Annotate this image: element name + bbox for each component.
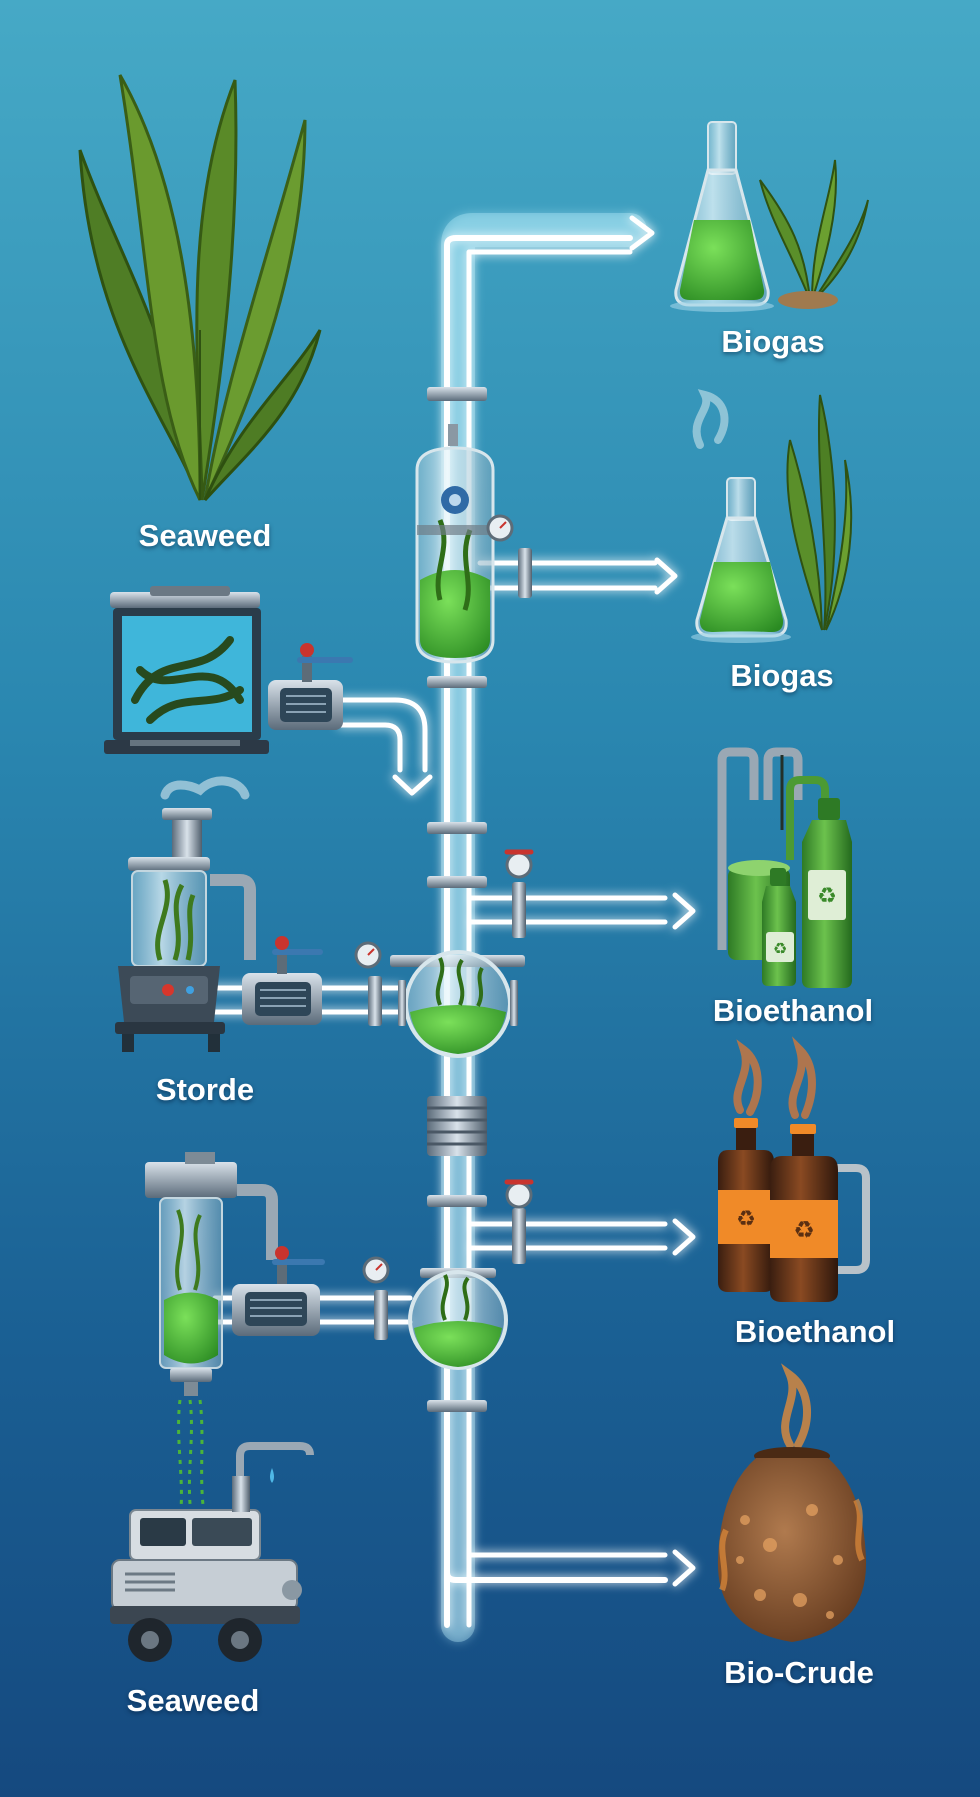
valve-icon — [504, 849, 534, 938]
coupling-icon — [427, 1096, 487, 1156]
jar-icon — [717, 1363, 867, 1642]
bioethanol-branch-pipe-2 — [467, 1221, 668, 1251]
storage-reactor-icon — [115, 776, 256, 1052]
output-label-bioethanol-1: Bioethanol — [712, 993, 874, 1028]
svg-text:♻: ♻ — [793, 1216, 815, 1244]
flask-icon — [670, 121, 869, 312]
drip-stream — [177, 1399, 207, 1521]
flow-arrows — [392, 215, 696, 1587]
valve-icon-2 — [504, 1179, 534, 1264]
output-label-bioethanol-2: Bioethanol — [734, 1314, 896, 1349]
reactor-icon — [354, 941, 525, 1058]
arrow-to-biocrude — [672, 1549, 696, 1587]
tank-icon — [104, 586, 269, 754]
filter-column-icon — [145, 1152, 278, 1521]
input-label-seaweed-bottom: Seaweed — [126, 1683, 260, 1718]
arrow-to-biogas-2 — [654, 557, 678, 595]
bioethanol-set-icon: ♻ ♻ — [717, 747, 852, 988]
tank-feed-pipe — [337, 697, 428, 773]
pipe-flanges — [427, 387, 487, 1412]
output-label-biocrude: Bio-Crude — [724, 1655, 874, 1690]
bottle-icon-4: ♻ — [770, 1124, 870, 1302]
pump-icon-3 — [232, 1246, 325, 1336]
bottle-icon: ♻ — [802, 798, 852, 988]
pump-icon-2 — [242, 936, 323, 1025]
pump-icon — [268, 643, 353, 730]
input-label-storde: Storde — [155, 1072, 255, 1107]
bottle-icon-3: ♻ — [718, 1118, 774, 1292]
bottle-icon-2: ♻ — [762, 868, 796, 986]
kelp-small-icon — [759, 159, 869, 309]
pipe-network — [207, 213, 668, 1642]
arrow-to-bioethanol-2 — [672, 1218, 696, 1256]
kelp-small-icon-2 — [786, 394, 853, 631]
biocrude-branch-pipe — [444, 1397, 668, 1583]
recycle-icon: ♻ — [817, 884, 837, 909]
flask-icon-2 — [691, 389, 853, 643]
main-trunk-pipe — [441, 213, 647, 1642]
svg-text:♻: ♻ — [773, 939, 787, 958]
arrow-to-bioethanol-1 — [672, 892, 696, 930]
arrow-down-feed — [392, 774, 433, 796]
output-label-biogas-1: Biogas — [721, 324, 825, 359]
input-label-seaweed-top: Seaweed — [138, 518, 272, 553]
digester-vessel-icon — [415, 424, 532, 664]
svg-text:♻: ♻ — [736, 1207, 756, 1232]
arrow-to-biogas-1 — [629, 215, 655, 251]
reactor-icon-2 — [362, 1256, 508, 1370]
amber-bottles-icon: ♻ ♻ — [718, 1036, 870, 1302]
kelp-icon — [78, 74, 322, 502]
truck-icon — [110, 1442, 314, 1662]
bioethanol-branch-pipe-1 — [467, 895, 668, 925]
biogas-branch-pipe — [477, 560, 658, 591]
output-label-biogas-2: Biogas — [730, 658, 834, 693]
